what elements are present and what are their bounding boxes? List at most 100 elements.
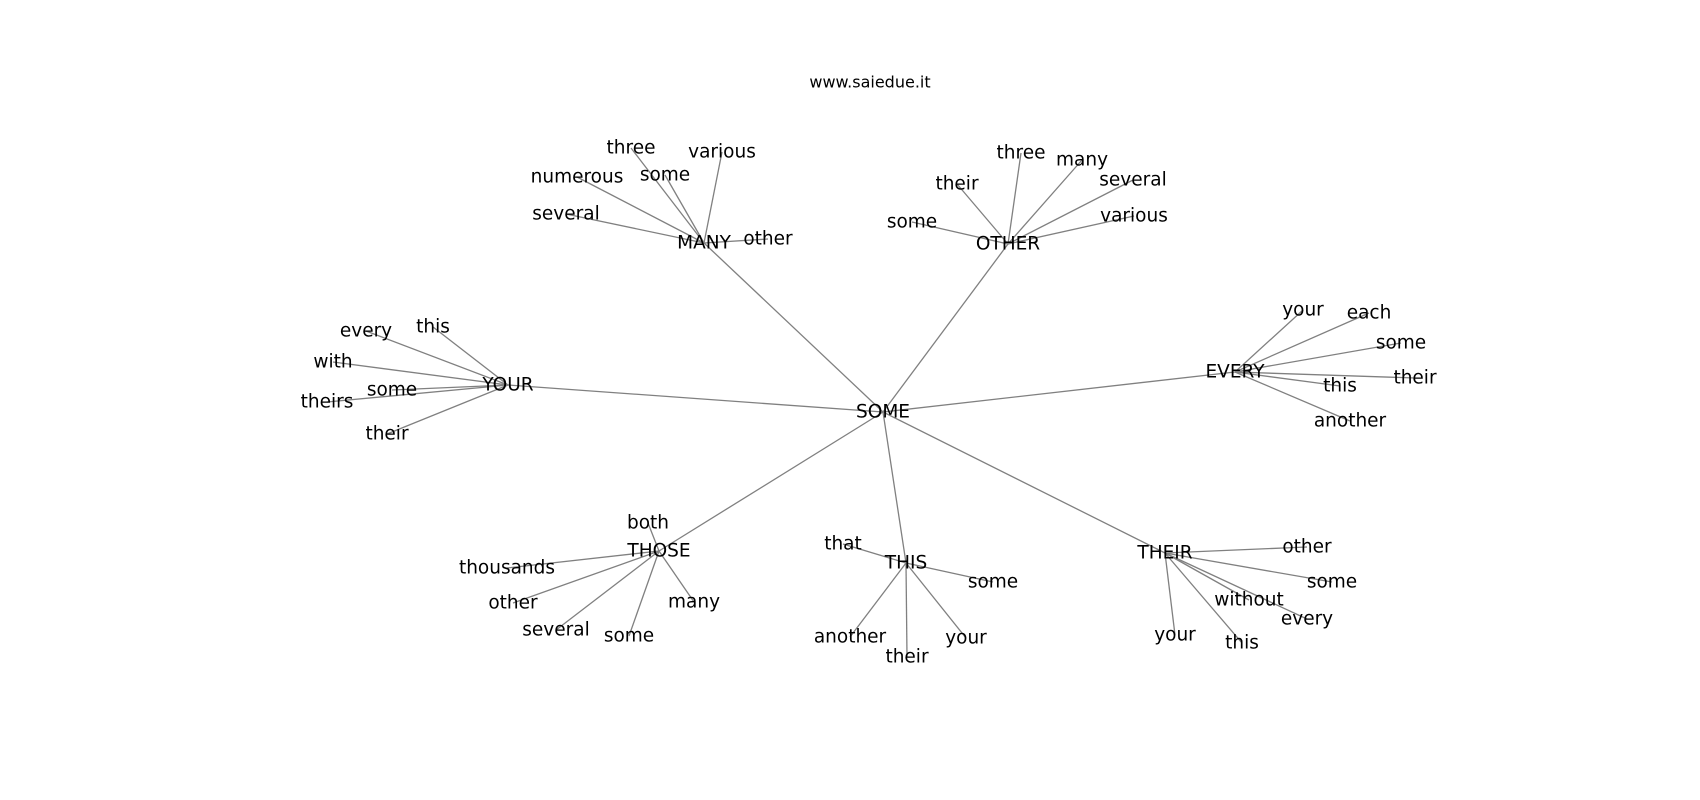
edge-other-many [1007, 159, 1083, 245]
edge-root-those [658, 411, 884, 552]
edge-your-with [332, 361, 509, 386]
leaf-node: some [887, 212, 937, 233]
edge-those-some [628, 550, 660, 637]
edge-your-their [386, 384, 509, 435]
graph-edges [326, 147, 1416, 658]
edge-many-several [565, 213, 705, 244]
leaf-node: some [1307, 572, 1357, 593]
leaf-node: this [1323, 376, 1357, 397]
leaf-node: numerous [531, 167, 624, 188]
leaf-node: this [416, 317, 450, 338]
edge-this-that [842, 543, 907, 564]
edge-other-several [1007, 179, 1134, 245]
edge-your-theirs [326, 384, 509, 403]
leaf-node: other [743, 229, 793, 250]
edge-this-some [905, 562, 994, 583]
leaf-node: some [640, 165, 690, 186]
edge-every-this [1234, 371, 1341, 387]
edge-those-other [512, 550, 660, 604]
graph-labels: SOME MANY three various numerous some several o… [301, 138, 1437, 668]
leaf-node: various [1100, 206, 1168, 227]
leaf-node: some [604, 626, 654, 647]
leaf-node: every [340, 321, 392, 342]
leaf-node: your [945, 628, 987, 649]
edge-many-various [703, 151, 723, 244]
hub-node-every: EVERY [1205, 362, 1265, 383]
leaf-node: with [313, 352, 352, 373]
leaf-node: other [1282, 537, 1332, 558]
edge-root-their [882, 411, 1166, 554]
edge-many-other [703, 238, 769, 244]
edge-root-every [882, 371, 1236, 413]
site-url: www.saiedue.it [809, 73, 930, 92]
leaf-node: their [365, 424, 409, 445]
leaf-node: your [1282, 300, 1324, 321]
leaf-node: several [522, 620, 589, 641]
leaf-node: some [367, 380, 417, 401]
hub-node-their: THEIR [1136, 543, 1192, 564]
edge-root-this [882, 411, 907, 564]
edge-root-your [507, 384, 884, 413]
leaf-node: every [1281, 609, 1333, 630]
edge-every-their [1234, 371, 1416, 379]
leaf-node: their [885, 647, 929, 668]
edge-their-without [1164, 552, 1250, 601]
leaf-node: theirs [301, 392, 354, 413]
hub-node-many: MANY [677, 233, 731, 254]
edge-their-other [1164, 546, 1308, 554]
edge-this-another [849, 562, 907, 638]
edge-root-many [703, 242, 884, 413]
edge-those-many [658, 550, 695, 603]
edge-their-your [1164, 552, 1176, 636]
leaf-node: without [1214, 590, 1284, 611]
edge-other-their [956, 183, 1009, 245]
leaf-node: another [1314, 411, 1387, 432]
leaf-node: many [1056, 150, 1108, 171]
leaf-node: many [668, 592, 720, 613]
edge-root-other [882, 243, 1009, 413]
edge-every-some [1234, 342, 1402, 373]
leaf-node: various [688, 142, 756, 163]
leaf-node: their [1393, 368, 1437, 389]
edge-this-your [905, 562, 967, 639]
edge-your-this [432, 326, 509, 386]
leaf-node: another [814, 627, 887, 648]
edge-your-every [365, 330, 509, 386]
edge-many-numerous [576, 176, 705, 244]
leaf-node: other [488, 593, 538, 614]
edge-those-both [647, 522, 660, 552]
edge-your-some [391, 384, 509, 391]
leaf-node: several [532, 204, 599, 225]
leaf-node: three [997, 143, 1046, 164]
root-node: SOME [856, 402, 910, 423]
edge-every-your [1234, 309, 1304, 373]
hub-node-other: OTHER [976, 234, 1040, 255]
edge-their-some [1164, 552, 1333, 583]
edge-other-some [911, 221, 1009, 245]
edge-many-three [630, 147, 705, 244]
leaf-node: some [968, 572, 1018, 593]
hub-node-your: YOUR [481, 375, 533, 396]
leaf-node: their [935, 174, 979, 195]
edge-many-some [664, 174, 705, 244]
edge-their-every [1164, 552, 1308, 620]
leaf-node: your [1154, 625, 1196, 646]
leaf-node: some [1376, 333, 1426, 354]
leaf-node: thousands [459, 558, 555, 579]
leaf-node: several [1099, 170, 1166, 191]
edge-other-various [1007, 215, 1135, 245]
leaf-node: three [607, 138, 656, 159]
edge-those-thousands [506, 550, 660, 569]
hub-node-those: THOSE [626, 541, 690, 562]
edge-this-their [905, 562, 908, 658]
edge-those-several [555, 550, 660, 631]
leaf-node: both [627, 513, 669, 534]
leaf-node: this [1225, 633, 1259, 654]
hub-node-this: THIS [884, 553, 927, 574]
edge-other-three [1007, 152, 1022, 245]
edge-every-each [1234, 312, 1370, 373]
leaf-node: that [824, 534, 862, 555]
leaf-node: each [1347, 303, 1392, 324]
edge-every-another [1234, 371, 1351, 422]
